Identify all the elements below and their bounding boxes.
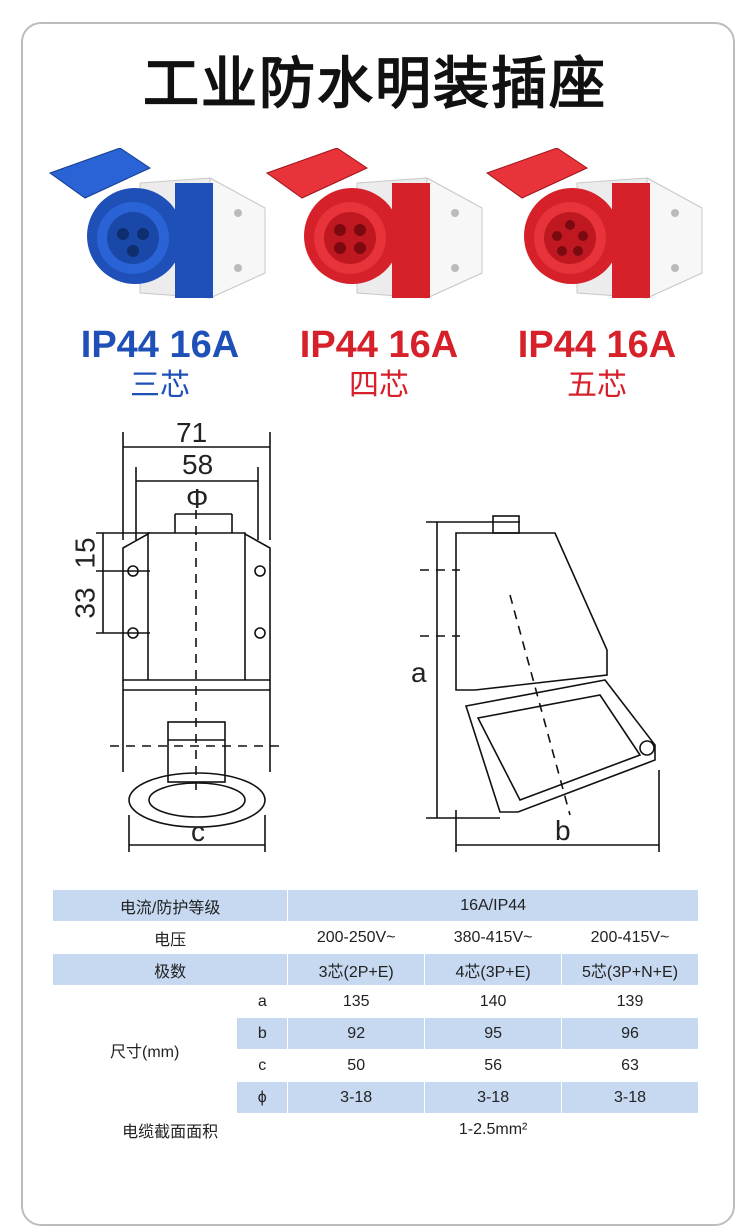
size-key: c xyxy=(236,1049,289,1082)
product-cores-5: 五芯 xyxy=(567,368,627,403)
product-image-5-core xyxy=(482,148,712,318)
size-key: a xyxy=(236,985,289,1018)
dim-width-71: 71 xyxy=(176,417,208,448)
table-row: 电流/防护等级 16A/IP44 xyxy=(53,890,699,922)
product-cores-3: 三芯 xyxy=(130,368,190,403)
voltage-cell: 380-415V~ xyxy=(424,921,563,954)
product-image-3-core xyxy=(45,148,275,318)
voltage-cell: 200-250V~ xyxy=(287,921,426,954)
size-key: b xyxy=(236,1017,289,1050)
table-row: ϕ 3-18 3-18 3-18 xyxy=(53,1081,699,1114)
product-rating-5-core: IP44 16A xyxy=(517,324,677,366)
poles-cell: 4芯(3P+E) xyxy=(424,953,563,986)
product-rating-3-core: IP44 16A xyxy=(80,324,240,366)
size-cell: 92 xyxy=(287,1017,426,1050)
dim-label-c: c xyxy=(191,816,205,847)
size-cell: 63 xyxy=(561,1049,699,1082)
row-cable-label: 电缆截面面积 xyxy=(53,1113,289,1146)
table-row: 电压 200-250V~ 380-415V~ 200-415V~ xyxy=(53,921,699,954)
table-row: c 50 56 63 xyxy=(53,1049,699,1082)
size-cell: 139 xyxy=(561,985,699,1018)
size-cell: 96 xyxy=(561,1017,699,1050)
row-poles-label: 极数 xyxy=(53,953,289,986)
poles-cell: 3芯(2P+E) xyxy=(287,953,426,986)
row-current-label: 电流/防护等级 xyxy=(53,890,289,922)
table-row: 极数 3芯(2P+E) 4芯(3P+E) 5芯(3P+N+E) xyxy=(53,953,699,986)
product-image-4-core xyxy=(262,148,492,318)
row-cable-value: 1-2.5mm² xyxy=(287,1113,699,1146)
dimension-drawing xyxy=(96,432,660,852)
dim-width-58: 58 xyxy=(182,449,214,480)
dim-33: 33 xyxy=(69,587,101,619)
size-cell: 140 xyxy=(424,985,563,1018)
poles-cell: 5芯(3P+N+E) xyxy=(561,953,699,986)
size-cell: 135 xyxy=(287,985,426,1018)
row-current-value: 16A/IP44 xyxy=(287,890,699,922)
table-row: 电缆截面面积 1-2.5mm² xyxy=(53,1113,699,1146)
size-key: ϕ xyxy=(236,1081,289,1114)
size-cell: 95 xyxy=(424,1017,563,1050)
dim-15: 15 xyxy=(69,537,101,569)
product-cores-4: 四芯 xyxy=(349,368,409,403)
page-title: 工业防水明装插座 xyxy=(143,52,607,117)
size-cell: 56 xyxy=(424,1049,563,1082)
product-rating-4-core: IP44 16A xyxy=(299,324,459,366)
table-row: b 92 95 96 xyxy=(53,1017,699,1050)
voltage-cell: 200-415V~ xyxy=(561,921,699,954)
table-row: 尺寸(mm) a 135 140 139 xyxy=(53,985,699,1114)
dim-phi: Φ xyxy=(186,483,209,514)
spec-table: 电流/防护等级 16A/IP44 电压 200-250V~ 380-415V~ … xyxy=(53,890,699,1146)
dim-label-b: b xyxy=(555,815,571,846)
size-cell: 3-18 xyxy=(561,1081,699,1114)
size-cell: 3-18 xyxy=(287,1081,426,1114)
row-size-label: 尺寸(mm) xyxy=(53,985,238,1114)
size-cell: 50 xyxy=(287,1049,426,1082)
dim-label-a: a xyxy=(411,657,427,688)
size-cell: 3-18 xyxy=(424,1081,563,1114)
row-voltage-label: 电压 xyxy=(53,921,289,954)
